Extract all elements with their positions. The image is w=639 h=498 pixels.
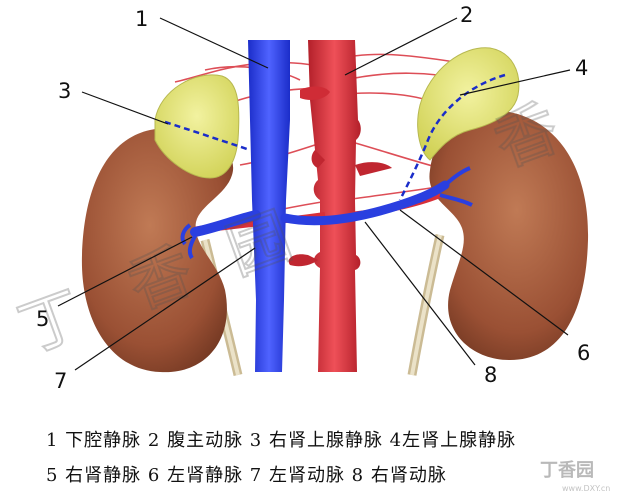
left-adrenal-gland (417, 47, 520, 161)
right-adrenal-gland (154, 74, 240, 179)
callout-1: 1 (135, 7, 148, 31)
label-3-mask (80, 85, 142, 125)
callout-5: 5 (36, 307, 49, 331)
left-renal-vein (280, 180, 450, 226)
site-logo: 丁香园 (540, 456, 594, 482)
right-renal-vein (190, 210, 261, 237)
left-adrenal-vein (398, 73, 506, 201)
inferior-vena-cava (248, 40, 290, 372)
legend-line-1: 1 下腔静脉 2 腹主动脉 3 右肾上腺静脉 4左肾上腺静脉 (46, 430, 517, 451)
site-url: www.DXY.cn (562, 484, 611, 493)
legend-line-2: 5 右肾静脉 6 左肾静脉 7 左肾动脉 8 右肾动脉 (46, 465, 447, 486)
callout-8: 8 (484, 363, 497, 387)
callout-7: 7 (54, 369, 67, 393)
abdominal-aorta (308, 40, 361, 372)
right-adrenal-vein (164, 120, 251, 152)
callout-6: 6 (577, 341, 590, 365)
callout-2: 2 (460, 3, 473, 27)
callout-3: 3 (58, 79, 71, 103)
callout-4: 4 (575, 56, 588, 80)
logo-text: 丁香园 (540, 460, 594, 481)
leader-lines (57, 17, 571, 371)
right-kidney (81, 127, 234, 373)
left-kidney (429, 110, 589, 360)
